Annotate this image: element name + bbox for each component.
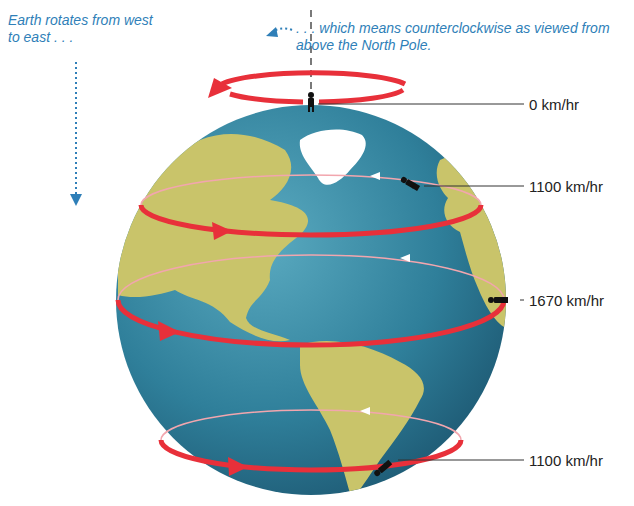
arrow-head xyxy=(228,457,248,476)
arrow-head xyxy=(212,222,232,240)
arrow-head xyxy=(370,172,380,180)
person-figure xyxy=(373,460,392,477)
speed-label: 0 km/hr xyxy=(527,96,581,113)
annotation-note: Earth rotates from west to east . . . xyxy=(8,12,158,46)
rotation-arrow xyxy=(230,94,303,102)
arrow-head xyxy=(70,194,82,206)
arrow-head xyxy=(158,321,180,341)
leader-line xyxy=(318,104,524,105)
person-figure xyxy=(488,297,508,303)
person-figure xyxy=(308,92,314,112)
rotation-arrow xyxy=(118,300,504,345)
latitude-back xyxy=(161,410,461,440)
leader-line xyxy=(75,62,77,196)
annotation-note: . . . which means counterclockwise as vi… xyxy=(296,20,630,54)
south-america xyxy=(300,341,424,500)
arrow-head xyxy=(266,27,278,37)
rotation-arrow xyxy=(141,205,481,235)
arrow-head xyxy=(360,407,370,415)
speed-label: 1670 km/hr xyxy=(527,292,606,309)
arrow-head xyxy=(208,78,232,98)
speed-label: 1100 km/hr xyxy=(527,178,605,195)
leader-line xyxy=(520,300,524,301)
latitude-back xyxy=(141,175,481,205)
leader-line xyxy=(398,460,524,461)
latitude-back xyxy=(118,255,504,300)
rotation-arrow xyxy=(319,90,403,102)
north-america xyxy=(118,134,308,341)
arrow-head xyxy=(400,254,410,262)
europe-africa xyxy=(437,153,510,330)
rotation-arrow xyxy=(161,440,461,470)
rotation-arrow xyxy=(222,73,405,84)
continents xyxy=(118,129,510,500)
speed-label: 1100 km/hr xyxy=(527,452,605,469)
person-figure xyxy=(400,176,420,191)
leader-line xyxy=(424,186,524,187)
